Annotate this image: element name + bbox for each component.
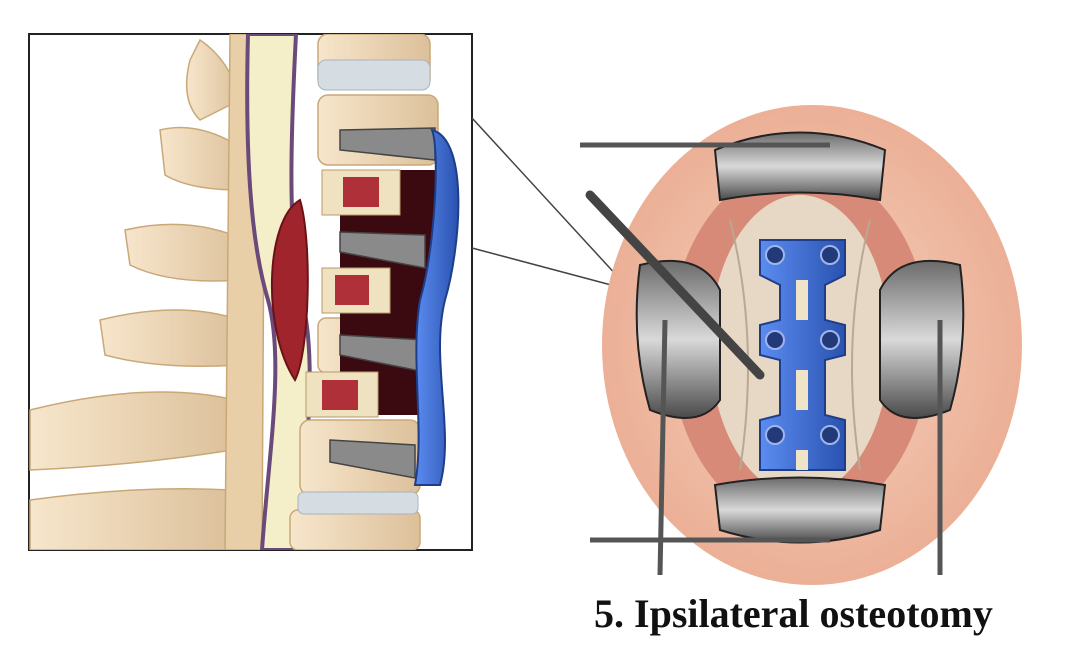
bottom-retractor-blade [713, 476, 887, 544]
intervertebral-discs [297, 59, 431, 515]
anterior-plate [413, 128, 460, 486]
right-retractor-blade [879, 259, 965, 419]
spinous-processes [29, 38, 246, 550]
bone-grafts [305, 169, 401, 418]
surgical-field [580, 105, 1022, 585]
left-retractor-blade [635, 259, 721, 419]
screws [329, 127, 436, 479]
retractor-handles [580, 142, 943, 576]
hematoma [270, 198, 309, 383]
longus-colli [729, 219, 871, 471]
top-retractor-blade [713, 131, 887, 202]
sagittal-inset [28, 33, 473, 551]
osteotome [585, 190, 765, 380]
fixation-plate [759, 239, 846, 471]
figure-caption: 5. Ipsilateral osteotomy [594, 591, 993, 636]
zoom-lines [471, 117, 631, 291]
